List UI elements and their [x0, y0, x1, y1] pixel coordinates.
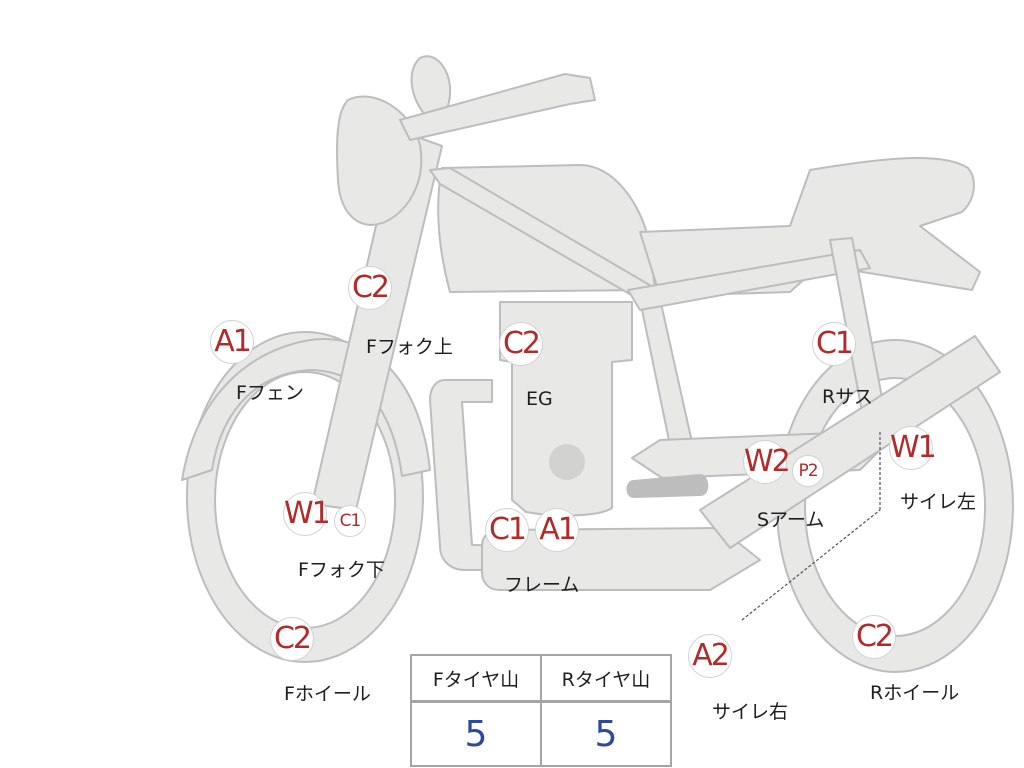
badge-muffler-right: A2 — [688, 634, 732, 678]
footpeg — [626, 474, 709, 498]
badge-f-fork-upper: C2 — [348, 266, 392, 310]
badge-muffler-left: W1 — [889, 426, 937, 470]
badge-swing-arm-p: P2 — [792, 455, 824, 487]
badge-f-fork-lower-w: W1 — [283, 492, 331, 536]
badge-frame-a: A1 — [535, 508, 579, 552]
frame-rail — [627, 249, 871, 311]
value-rear-tire-tread: 5 — [540, 700, 672, 767]
header-front-tire-tread: Fタイヤ山 — [410, 654, 542, 703]
label-engine: EG — [526, 388, 553, 410]
label-f-fender: Fフェン — [236, 382, 304, 404]
header-rear-tire-tread: Rタイヤ山 — [540, 654, 672, 703]
headlight — [336, 95, 423, 226]
label-f-fork-upper: Fフォク上 — [366, 336, 453, 358]
seat — [639, 157, 981, 297]
label-muffler-left: サイレ左 — [900, 491, 977, 513]
label-frame: フレーム — [504, 574, 580, 596]
label-swing-arm: Sアーム — [757, 509, 825, 531]
muffler-right-leader — [741, 509, 881, 621]
value-front-tire-tread: 5 — [410, 700, 542, 767]
handlebar — [399, 73, 596, 141]
tire-tread-table: Fタイヤ山 Rタイヤ山 5 5 — [410, 654, 672, 767]
badge-f-wheel: C2 — [270, 617, 314, 661]
label-muffler-right: サイレ右 — [712, 701, 789, 723]
muffler — [699, 335, 1001, 549]
label-r-suspension: Rサス — [822, 386, 873, 408]
badge-frame-c: C1 — [485, 508, 529, 552]
badge-r-wheel: C2 — [852, 615, 896, 659]
badge-swing-arm-w: W2 — [743, 440, 791, 484]
engine-cover — [549, 444, 585, 480]
label-f-fork-lower: Fフォク下 — [298, 559, 385, 581]
badge-engine: C2 — [499, 322, 543, 366]
label-f-wheel: Fホイール — [284, 683, 371, 705]
label-r-wheel: Rホイール — [870, 682, 960, 704]
badge-f-fork-lower-c: C1 — [334, 505, 366, 537]
badge-f-fender: A1 — [210, 320, 254, 364]
badge-r-suspension: C1 — [812, 322, 856, 366]
